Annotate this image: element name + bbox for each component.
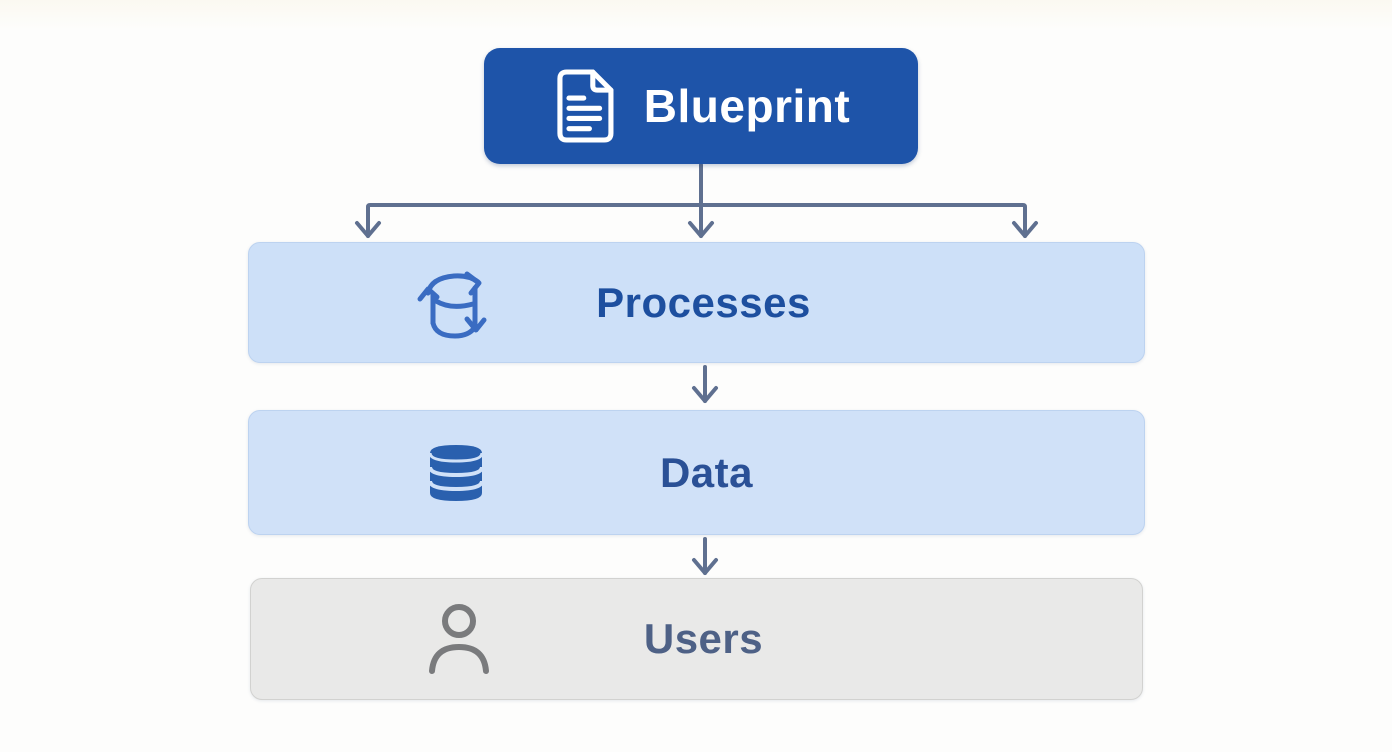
edge-blueprint-processes: [355, 163, 1038, 238]
node-blueprint: Blueprint: [484, 48, 918, 164]
node-users: Users: [250, 578, 1143, 700]
node-processes-label: Processes: [596, 278, 811, 326]
edge-processes-data: [692, 365, 718, 403]
user-icon: [426, 599, 492, 679]
node-processes: Processes: [248, 242, 1145, 363]
edge-data-users: [692, 537, 718, 575]
node-data-label: Data: [659, 448, 754, 496]
node-blueprint-label: Blueprint: [643, 80, 851, 132]
node-users-label: Users: [643, 615, 764, 662]
sync-database-icon: [409, 257, 499, 349]
database-icon: [424, 441, 488, 505]
document-icon: [552, 67, 620, 145]
node-data: Data: [248, 410, 1145, 535]
